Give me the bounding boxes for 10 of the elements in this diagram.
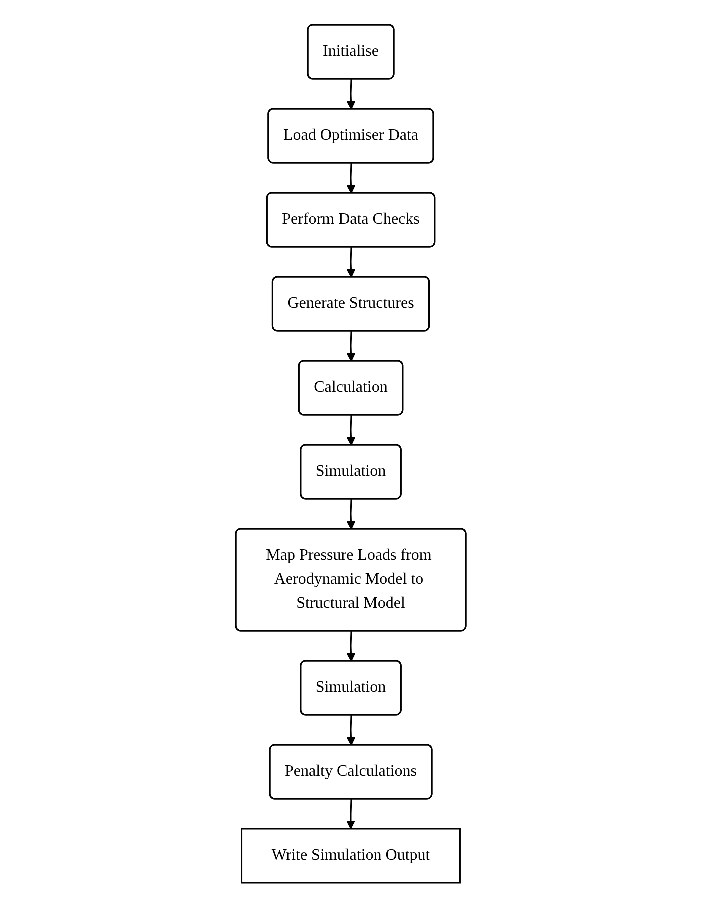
arrow <box>346 498 356 530</box>
arrow <box>346 162 356 194</box>
arrow <box>346 78 356 110</box>
node-box: Write Simulation Output <box>241 828 461 884</box>
arrow <box>346 714 356 746</box>
arrow <box>346 414 356 446</box>
arrow <box>346 630 356 662</box>
arrow <box>346 798 356 829</box>
arrow <box>346 246 356 278</box>
arrow <box>346 330 356 362</box>
